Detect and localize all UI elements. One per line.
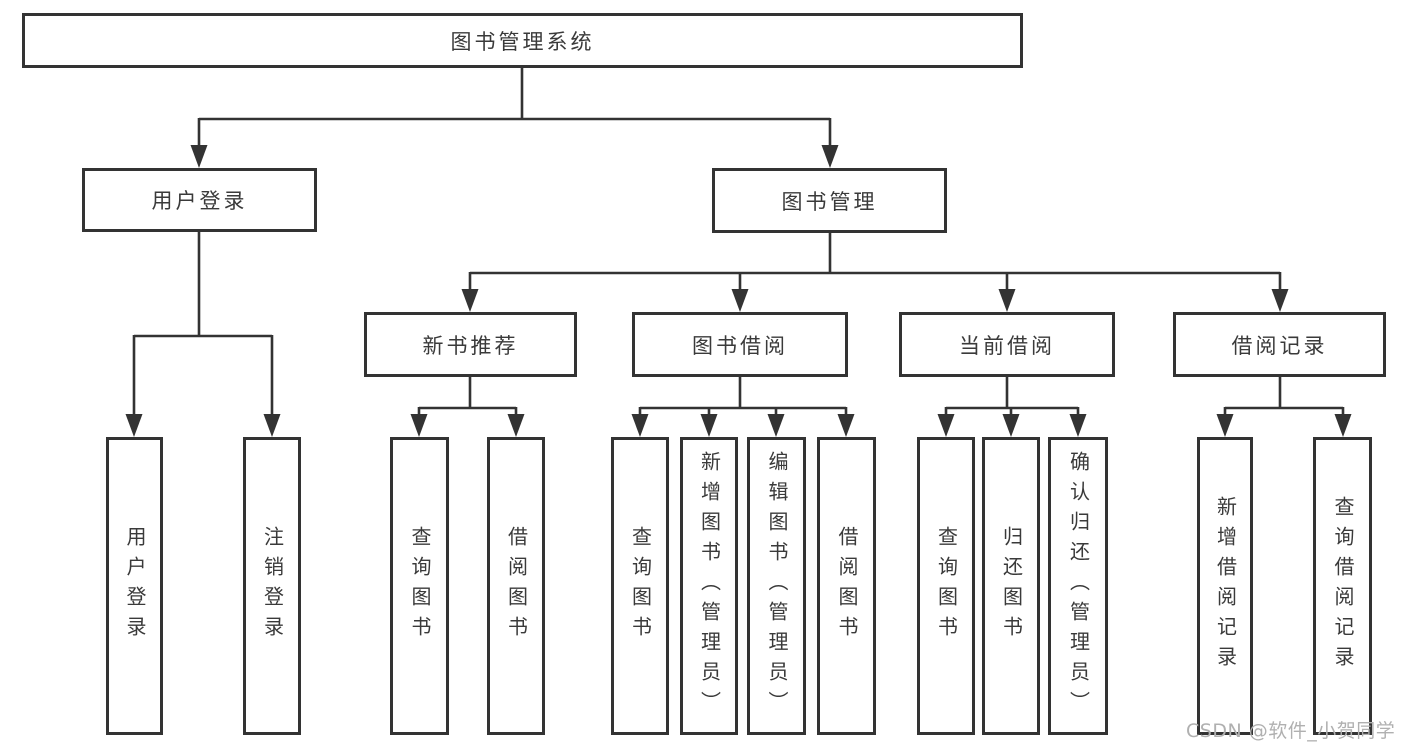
node-leaf-borrow-books-1: 借阅图书 <box>487 437 545 735</box>
node-leaf-query-books-2: 查询图书 <box>611 437 669 735</box>
node-borrowing-records: 借阅记录 <box>1173 312 1386 377</box>
node-leaf-logout: 注销登录 <box>243 437 301 735</box>
node-label: 查询图书 <box>628 526 653 646</box>
node-label: 归还图书 <box>999 526 1024 646</box>
arrowheads <box>125 145 1352 437</box>
node-leaf-query-books-3: 查询图书 <box>917 437 975 735</box>
node-label: 确认归还（管理员） <box>1066 451 1091 721</box>
node-label: 借阅记录 <box>1231 333 1328 358</box>
node-current-borrowing: 当前借阅 <box>899 312 1115 377</box>
node-label: 借阅图书 <box>835 526 859 646</box>
arrowhead <box>937 414 955 437</box>
node-label: 图书管理系统 <box>450 29 595 54</box>
arrowhead <box>461 289 479 312</box>
arrowhead <box>263 414 281 437</box>
arrowhead <box>631 414 649 437</box>
node-label: 编辑图书（管理员） <box>765 451 789 721</box>
csdn-watermark: CSDN @软件_小贺同学 <box>1186 720 1396 742</box>
node-leaf-user-login: 用户登录 <box>106 437 163 735</box>
node-label: 新书推荐 <box>422 333 519 358</box>
node-label: 查询图书 <box>934 526 959 646</box>
node-label: 注销登录 <box>260 526 285 646</box>
arrowhead <box>1271 289 1289 312</box>
arrowhead <box>1216 414 1234 437</box>
node-book-borrowing: 图书借阅 <box>632 312 848 377</box>
connector-records-split <box>1223 377 1345 418</box>
node-system-root: 图书管理系统 <box>22 13 1023 68</box>
node-book-management: 图书管理 <box>712 168 947 233</box>
node-label: 查询借阅记录 <box>1331 496 1355 676</box>
arrowhead <box>1002 414 1020 437</box>
arrowhead <box>1069 414 1087 437</box>
node-leaf-query-books-1: 查询图书 <box>390 437 449 735</box>
node-label: 借阅图书 <box>504 526 529 646</box>
arrowhead <box>507 414 525 437</box>
node-label: 图书管理 <box>781 189 878 214</box>
arrowhead <box>821 145 839 168</box>
node-leaf-confirm-return-admin: 确认归还（管理员） <box>1048 437 1108 735</box>
node-user-login-branch: 用户登录 <box>82 168 317 232</box>
arrowhead <box>837 414 855 437</box>
node-label: 用户登录 <box>151 189 248 213</box>
node-label: 用户登录 <box>123 526 147 646</box>
node-leaf-query-borrow-record: 查询借阅记录 <box>1313 437 1372 735</box>
connector-userlogin-split <box>132 232 274 418</box>
node-label: 当前借阅 <box>959 333 1055 358</box>
arrowhead <box>1334 414 1352 437</box>
node-leaf-edit-books-admin: 编辑图书（管理员） <box>747 437 806 735</box>
node-label: 新增图书（管理员） <box>697 451 722 721</box>
connector-root-split <box>197 68 832 150</box>
node-label: 新增借阅记录 <box>1213 496 1238 676</box>
connector-borrowing-split <box>638 377 848 418</box>
node-leaf-add-borrow-record: 新增借阅记录 <box>1197 437 1253 735</box>
node-leaf-borrow-books-2: 借阅图书 <box>817 437 876 735</box>
node-leaf-return-books: 归还图书 <box>982 437 1040 735</box>
connector-current-split <box>944 377 1080 418</box>
arrowhead <box>190 145 208 168</box>
arrowhead <box>410 414 428 437</box>
connector-bookmgmt-split <box>468 233 1282 294</box>
connector-newbook-split <box>417 377 518 418</box>
node-label: 图书借阅 <box>692 333 788 358</box>
node-leaf-add-books-admin: 新增图书（管理员） <box>680 437 738 735</box>
arrowhead <box>998 289 1016 312</box>
arrowhead <box>767 414 785 437</box>
node-new-book-recommendation: 新书推荐 <box>364 312 577 377</box>
arrowhead <box>125 414 143 437</box>
arrowhead <box>731 289 749 312</box>
node-label: 查询图书 <box>408 526 432 646</box>
arrowhead <box>700 414 718 437</box>
